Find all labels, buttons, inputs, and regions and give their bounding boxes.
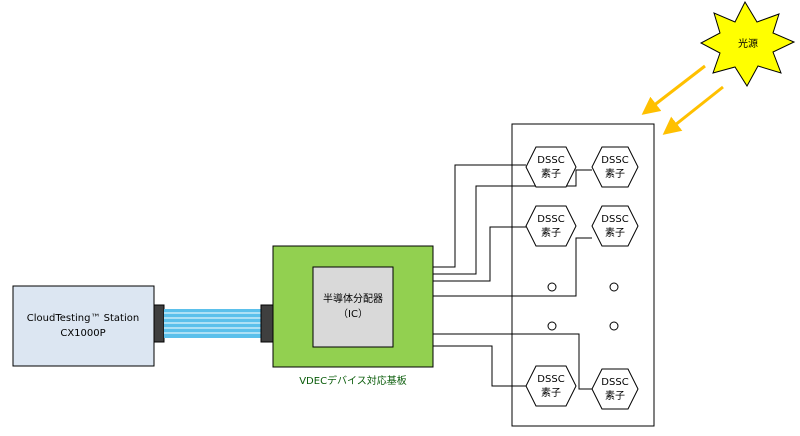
light-arrow-1 bbox=[641, 64, 706, 115]
dssc-label: DSSC bbox=[601, 155, 628, 166]
dssc-sublabel: 素子 bbox=[541, 226, 561, 239]
light-source-star bbox=[699, 0, 796, 87]
dssc-sublabel: 素子 bbox=[541, 386, 561, 399]
dssc-hexagon bbox=[591, 146, 639, 188]
ic-chip bbox=[312, 266, 394, 348]
board-label: VDECデバイス対応基板 bbox=[299, 374, 407, 387]
wire-4 bbox=[433, 237, 592, 297]
light-source: 光源 bbox=[699, 0, 796, 87]
dssc-hexagon bbox=[525, 365, 577, 407]
dssc-element: DSSC 素子 bbox=[591, 146, 639, 188]
dssc-hexagon bbox=[591, 368, 639, 410]
wiring bbox=[433, 164, 592, 390]
cable-connector-left bbox=[153, 304, 165, 343]
dssc-element: DSSC 素子 bbox=[525, 365, 577, 407]
ribbon-cable bbox=[153, 304, 274, 343]
light-arrow-2 bbox=[662, 85, 724, 135]
dssc-sublabel: 素子 bbox=[541, 167, 561, 180]
dssc-hexagon bbox=[525, 205, 577, 247]
dssc-label: DSSC bbox=[601, 214, 628, 225]
cloudtesting-station: CloudTesting™ Station CX1000P bbox=[12, 285, 155, 367]
light-source-label: 光源 bbox=[738, 37, 758, 50]
ic-label: 半導体分配器 bbox=[323, 292, 383, 305]
connector-dot bbox=[547, 282, 557, 292]
cable-connector-right bbox=[260, 304, 274, 343]
wire-2 bbox=[433, 169, 592, 275]
station-name: CloudTesting™ Station bbox=[27, 313, 139, 324]
dssc-element: DSSC 素子 bbox=[525, 205, 577, 247]
dssc-label: DSSC bbox=[537, 155, 564, 166]
dssc-sublabel: 素子 bbox=[605, 167, 625, 180]
connector-dot bbox=[547, 321, 557, 331]
vdec-board: 半導体分配器 （IC） VDECデバイス対応基板 bbox=[272, 245, 434, 387]
dssc-label: DSSC bbox=[537, 214, 564, 225]
dssc-label: DSSC bbox=[537, 374, 564, 385]
wire-6 bbox=[433, 345, 526, 387]
dssc-sublabel: 素子 bbox=[605, 389, 625, 402]
dssc-sublabel: 素子 bbox=[605, 226, 625, 239]
connector-dot bbox=[609, 321, 619, 331]
dssc-element: DSSC 素子 bbox=[591, 368, 639, 410]
wire-3 bbox=[433, 226, 526, 282]
ic-sublabel: （IC） bbox=[338, 308, 368, 320]
dssc-hexagon bbox=[525, 146, 577, 188]
dssc-element: DSSC 素子 bbox=[591, 205, 639, 247]
dssc-hexagon bbox=[591, 205, 639, 247]
wire-5 bbox=[433, 333, 592, 390]
connector-dot bbox=[609, 282, 619, 292]
dssc-label: DSSC bbox=[601, 377, 628, 388]
station-box bbox=[12, 285, 155, 367]
station-model: CX1000P bbox=[60, 328, 105, 339]
dssc-element: DSSC 素子 bbox=[525, 146, 577, 188]
wire-1 bbox=[433, 164, 526, 268]
